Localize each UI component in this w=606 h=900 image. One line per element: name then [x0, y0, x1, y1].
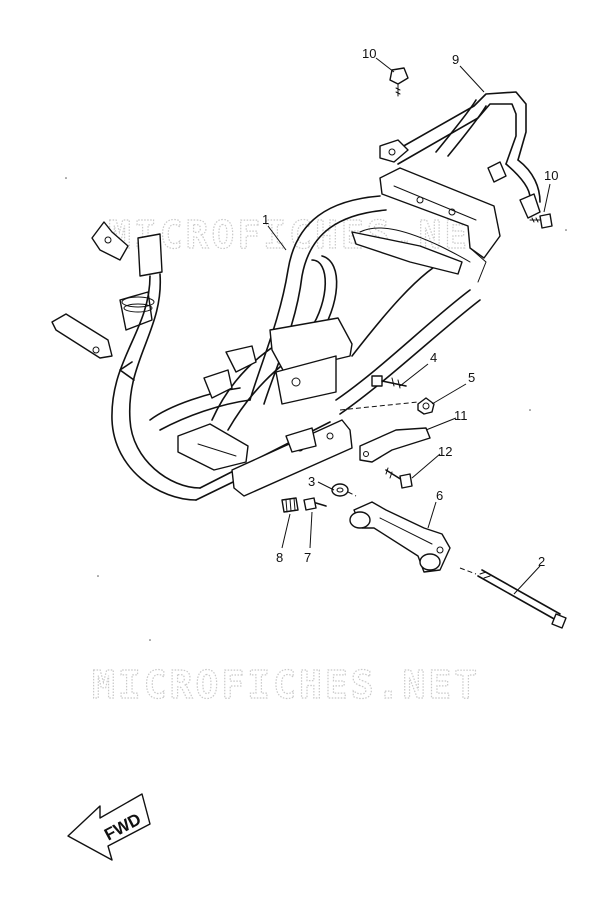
leader-lines [267, 57, 551, 595]
collar-3 [331, 483, 349, 497]
callout-12: 12 [438, 444, 452, 459]
nut-5 [417, 397, 435, 415]
callout-2: 2 [538, 554, 545, 569]
assembly-line-3 [347, 491, 357, 497]
callout-10-top: 10 [362, 46, 376, 61]
callout-4: 4 [430, 350, 437, 365]
bolt-10-top [389, 67, 409, 97]
bolt-10-right [529, 213, 553, 229]
callout-5: 5 [468, 370, 475, 385]
callout-11: 11 [454, 408, 468, 423]
spring-8 [281, 497, 299, 513]
assembly-line-5 [339, 401, 419, 411]
rear-carrier [379, 91, 541, 219]
watermark-bottom: MICROFICHES.NET [92, 663, 480, 707]
callout-1: 1 [262, 212, 269, 227]
callout-3: 3 [308, 474, 315, 489]
callout-labels: 1 2 3 4 5 6 7 8 9 10 10 11 12 [262, 46, 558, 569]
callout-10-right: 10 [544, 168, 558, 183]
assembly-line-2 [459, 567, 477, 575]
shaft-2 [477, 569, 567, 629]
main-stand-6 [349, 501, 451, 573]
callout-7: 7 [304, 550, 311, 565]
bolt-12 [385, 467, 413, 489]
callout-6: 6 [436, 488, 443, 503]
bracket-11 [359, 427, 431, 463]
fwd-arrow-badge: FWD [67, 793, 151, 861]
bolt-4 [371, 375, 407, 389]
pin-7 [303, 497, 327, 511]
callout-9: 9 [452, 52, 459, 67]
watermark-top: MICROFICHES.NET [108, 213, 496, 257]
callout-8: 8 [276, 550, 283, 565]
main-frame [51, 167, 501, 501]
